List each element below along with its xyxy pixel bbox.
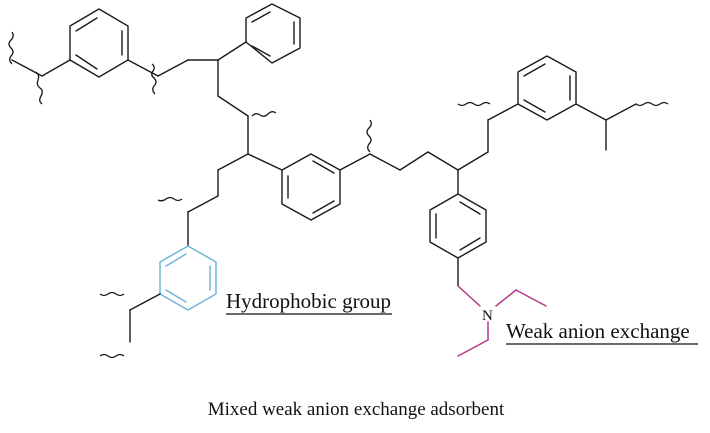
weak-anion-exchange-label: Weak anion exchange (506, 319, 690, 343)
nitrogen-atom-label: N (482, 308, 493, 324)
right-backbone-chain (457, 55, 669, 171)
hydrophobic-group-label: Hydrophobic group (226, 289, 391, 313)
figure-caption: Mixed weak anion exchange adsorbent (208, 399, 505, 420)
top-phenyl-pendant (217, 3, 301, 155)
top-left-phenylene (8, 8, 219, 105)
central-phenylene (217, 119, 459, 221)
left-backbone-chain (157, 169, 219, 247)
amine-pendant: N (429, 169, 547, 357)
hydrophobic-phenylene (99, 245, 217, 359)
